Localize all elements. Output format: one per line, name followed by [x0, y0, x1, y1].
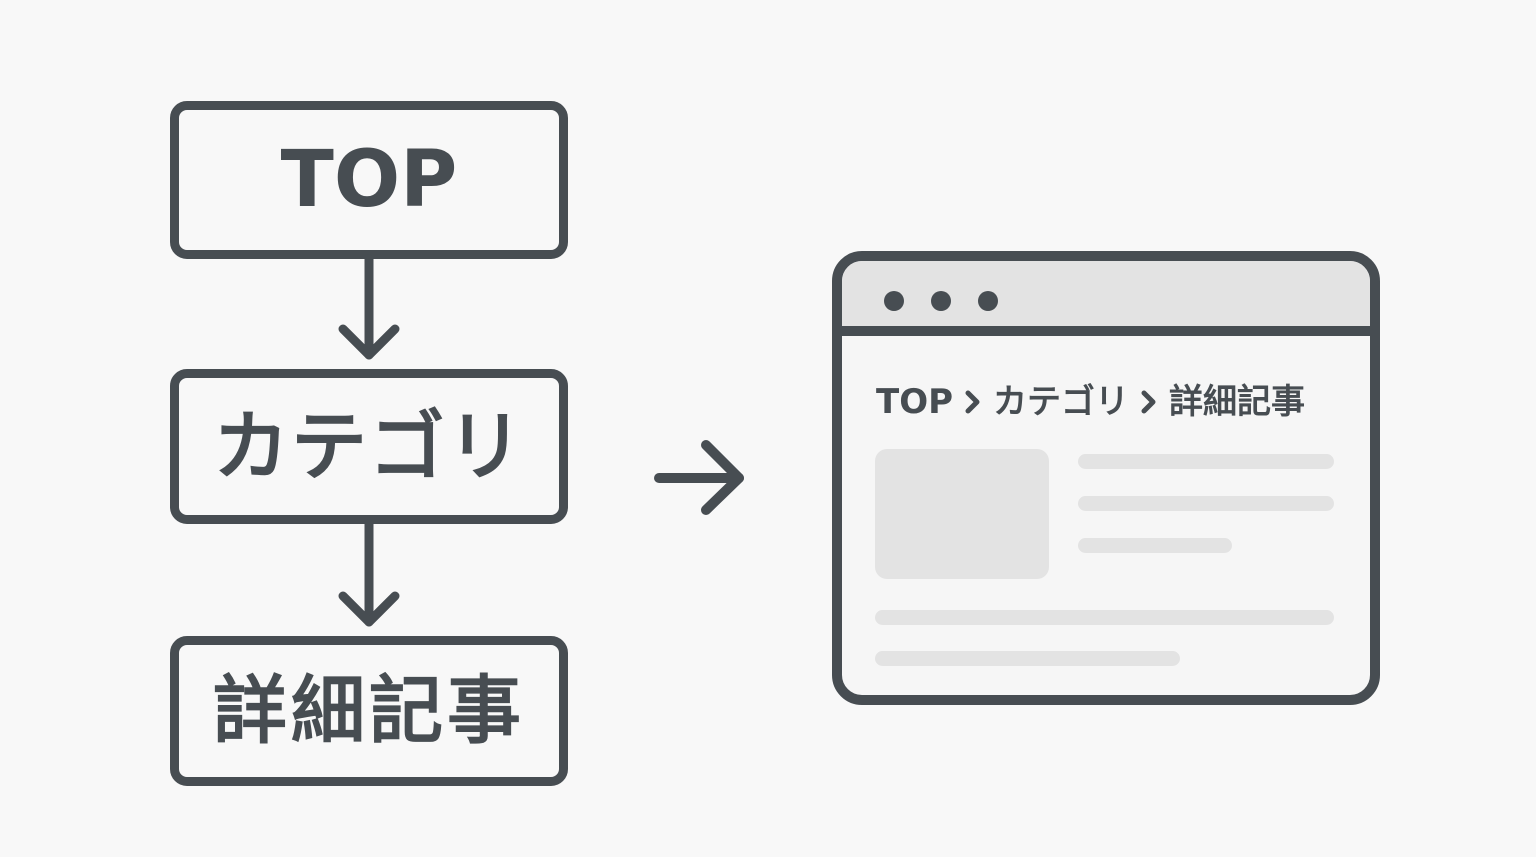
flow-step-detail: 詳細記事 — [170, 636, 568, 786]
breadcrumb: TOP カテゴリ 詳細記事 — [876, 377, 1305, 427]
text-line-placeholder — [1078, 454, 1334, 469]
flow-step-category-label: カテゴリ — [213, 401, 525, 491]
window-dot-icon — [978, 291, 998, 311]
flow-step-top: TOP — [170, 101, 568, 259]
breadcrumb-item-top[interactable]: TOP — [876, 382, 954, 422]
text-line-placeholder — [1078, 538, 1232, 553]
flow-step-top-label: TOP — [280, 135, 458, 225]
flow-step-category: カテゴリ — [170, 369, 568, 524]
window-dot-icon — [931, 291, 951, 311]
browser-window: TOP カテゴリ 詳細記事 — [832, 251, 1380, 705]
text-line-placeholder — [1078, 496, 1334, 511]
chevron-right-icon — [965, 390, 980, 414]
arrow-down-icon — [338, 519, 400, 627]
arrow-down-icon — [338, 254, 400, 360]
browser-titlebar — [842, 261, 1370, 336]
image-placeholder — [875, 449, 1049, 579]
breadcrumb-item-category[interactable]: カテゴリ — [993, 382, 1130, 422]
flow-step-detail-label: 詳細記事 — [213, 668, 525, 754]
breadcrumb-item-detail: 詳細記事 — [1169, 382, 1306, 422]
chevron-right-icon — [1141, 390, 1156, 414]
arrow-right-icon — [654, 440, 744, 515]
text-line-placeholder — [875, 651, 1180, 666]
window-dot-icon — [884, 291, 904, 311]
text-line-placeholder — [875, 610, 1334, 625]
